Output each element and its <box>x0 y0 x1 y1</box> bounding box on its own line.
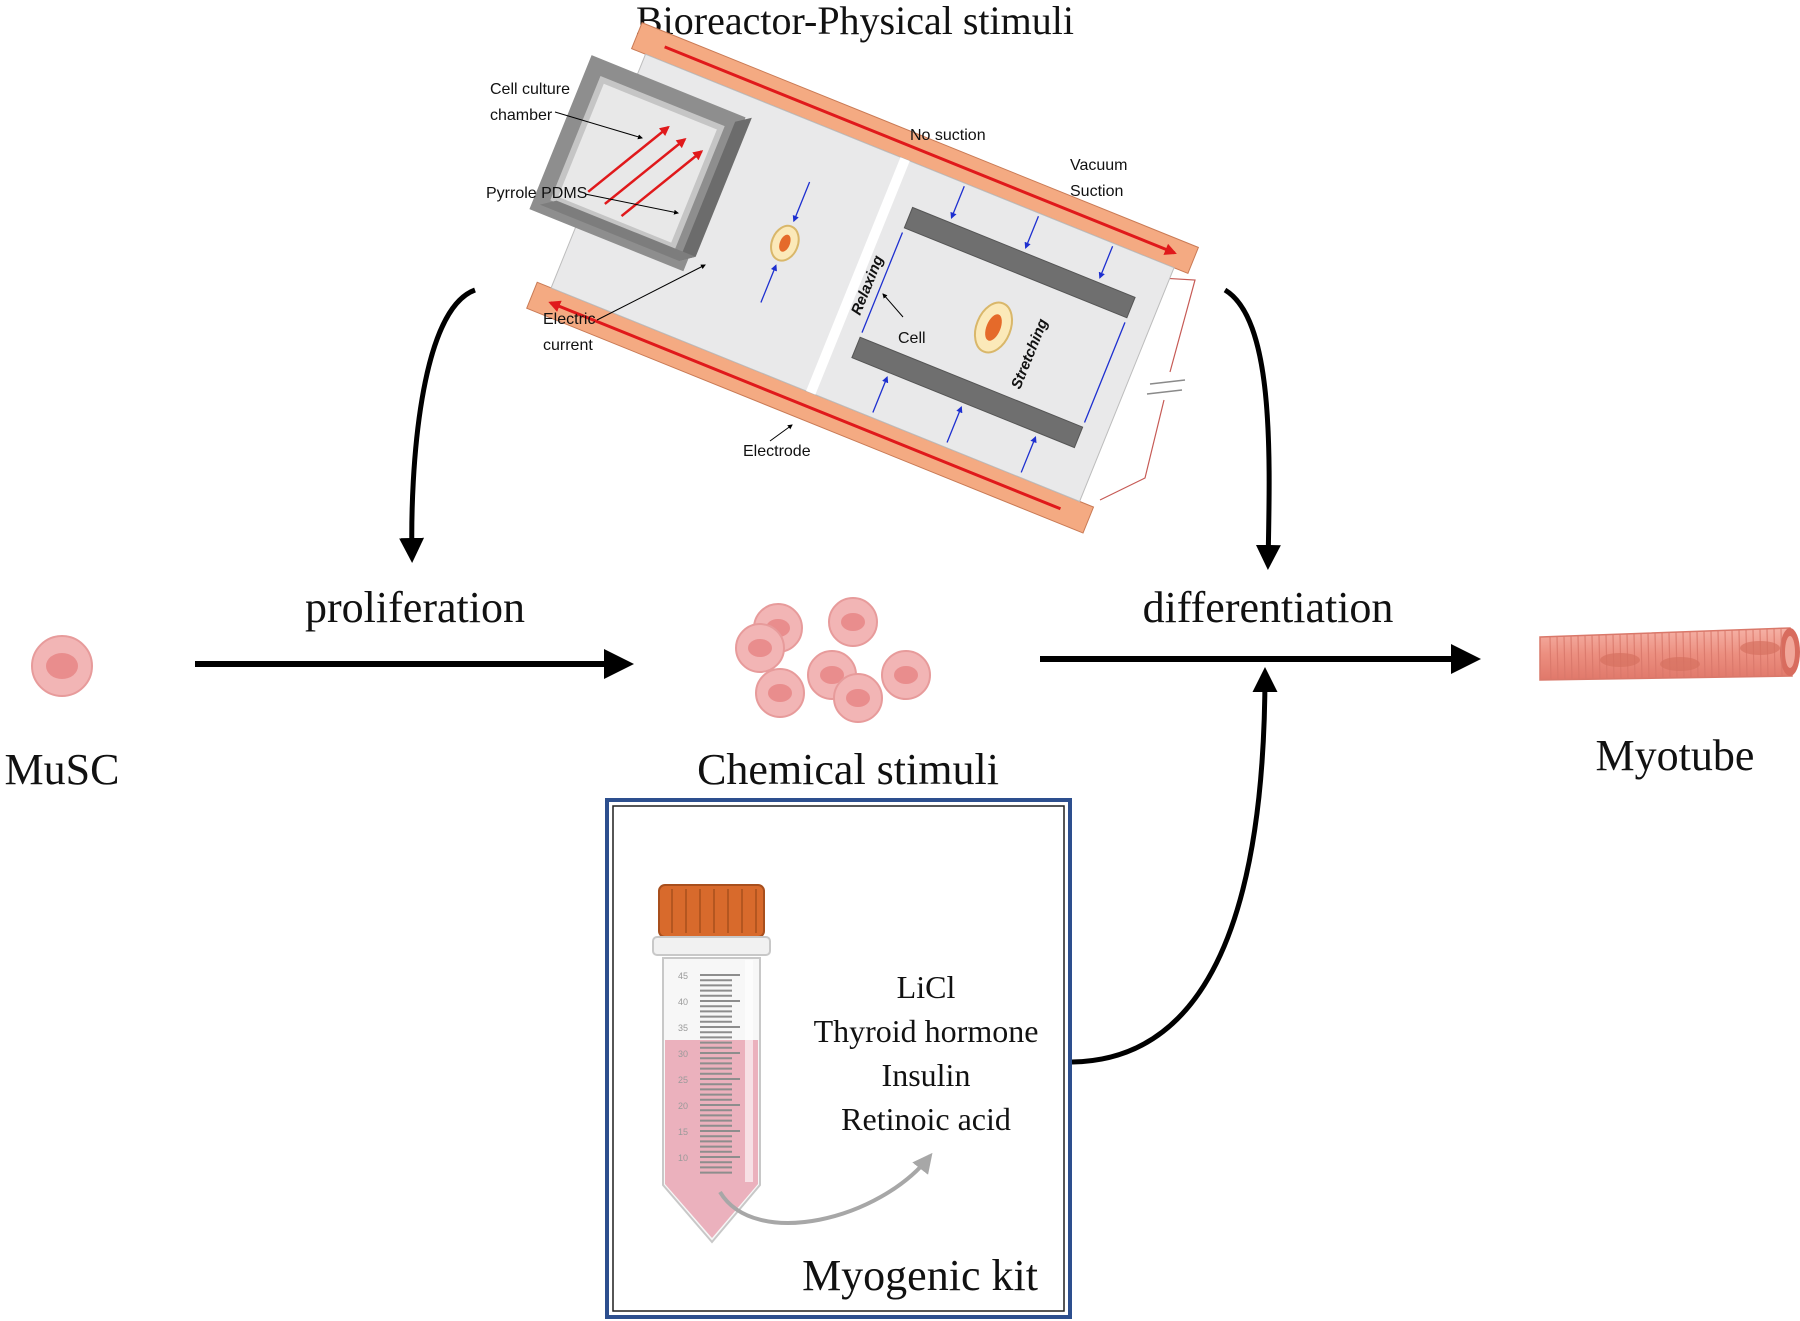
myotube-striation <box>1738 629 1741 677</box>
kit-to-differentiation-arrow <box>1071 667 1278 1065</box>
tube-scale-number: 25 <box>678 1075 688 1085</box>
kit-item-licl: LiCl <box>897 969 956 1005</box>
tube-scale-number: 45 <box>678 971 688 981</box>
upper-current-arrow <box>664 45 1177 255</box>
myotube-striation <box>1689 631 1692 678</box>
upper-stretch-bar <box>903 206 1136 319</box>
myotube-striation <box>1724 630 1727 678</box>
falcon-tube-icon: 45 40 35 30 25 20 15 10 <box>652 884 771 1244</box>
cell-icon <box>828 597 878 647</box>
label-vacuum: Vacuum <box>1070 157 1128 174</box>
tube-scale-number: 20 <box>678 1101 688 1111</box>
pyrrole-current-arrow <box>604 137 687 205</box>
label-myotube: Myotube <box>1596 731 1755 780</box>
tube-scale-number: 40 <box>678 997 688 1007</box>
myotube-striation <box>1654 632 1657 679</box>
kit-gray-arrow <box>718 1152 933 1225</box>
myotube-striation <box>1717 630 1720 678</box>
pyrrole-current-arrow <box>587 125 670 193</box>
label-electric-current: Electric <box>543 311 595 328</box>
bioreactor-title: Bioreactor-Physical stimuli <box>636 0 1074 43</box>
label-chemical-stimuli: Chemical stimuli <box>697 745 999 794</box>
myotube-striation <box>1640 633 1643 679</box>
myotube-striation <box>1591 635 1594 680</box>
cell-icon <box>735 623 785 673</box>
musc-cell <box>31 635 93 697</box>
myotube-striation <box>1647 633 1650 679</box>
myotube-striation <box>1661 632 1664 679</box>
myotube-striation <box>1556 636 1559 680</box>
proliferated-cells <box>735 597 931 723</box>
kit-item-insulin: Insulin <box>882 1057 971 1093</box>
tube-scale-number: 30 <box>678 1049 688 1059</box>
myotube-striation <box>1549 636 1552 680</box>
myotube-striation <box>1696 631 1699 678</box>
label-cell-culture-chamber: Cell culture <box>490 81 570 98</box>
cell-icon <box>881 650 931 700</box>
label-musc: MuSC <box>5 745 120 794</box>
kit-item-thyroid-hormone: Thyroid hormone <box>814 1013 1039 1049</box>
tube-scale-number: 15 <box>678 1127 688 1137</box>
myotube-striation <box>1710 630 1713 678</box>
cell-icon <box>755 668 805 718</box>
kit-item-retinoic-acid: Retinoic acid <box>841 1101 1011 1137</box>
cell-culture-chamber <box>529 55 752 272</box>
label-electrode: Electrode <box>743 443 811 460</box>
myotube-striation <box>1563 636 1566 680</box>
capacitor-icon <box>1146 379 1186 395</box>
bioreactor-device: Cell culture chamber Pyrrole PDMS Electr… <box>486 22 1200 534</box>
label-cell-culture-chamber: chamber <box>490 107 553 124</box>
label-no-suction: No suction <box>910 127 986 144</box>
myotube-striation <box>1584 635 1587 680</box>
myogenic-kit-box: 45 40 35 30 25 20 15 10 LiCl Thyroid hormone In… <box>605 798 1072 1319</box>
label-electric-current: current <box>543 337 593 354</box>
myotube-striation <box>1780 628 1783 677</box>
cell-icon <box>833 673 883 723</box>
kit-title: Myogenic kit <box>802 1251 1038 1300</box>
lower-current-arrow <box>548 300 1062 511</box>
leader-lines <box>554 111 904 442</box>
tube-scale-number: 35 <box>678 1023 688 1033</box>
myotube-striation <box>1570 635 1573 680</box>
relaxed-cell <box>770 224 800 262</box>
myotube-striation <box>1731 630 1734 677</box>
tube-cap <box>658 884 765 938</box>
label-pyrrole-pdms: Pyrrole PDMS <box>486 185 587 202</box>
myotube-striation <box>1668 632 1671 678</box>
stretched-cell <box>973 301 1014 354</box>
myotube-striation <box>1703 631 1706 678</box>
tube-scale-number: 10 <box>678 1153 688 1163</box>
label-differentiation: differentiation <box>1143 583 1394 632</box>
lower-stretch-bar <box>851 336 1084 449</box>
myotube-icon <box>1539 627 1800 681</box>
pyrrole-current-arrow <box>620 150 704 218</box>
label-cell: Cell <box>898 330 926 347</box>
myotube-striation <box>1598 634 1601 680</box>
suction-arrows <box>760 181 1126 473</box>
label-suction: Suction <box>1070 183 1123 200</box>
myotube-striation <box>1577 635 1580 680</box>
bioreactor-to-proliferation-arrow <box>399 287 477 563</box>
bioreactor-to-differentiation-arrow <box>1223 287 1281 570</box>
label-proliferation: proliferation <box>305 583 525 632</box>
